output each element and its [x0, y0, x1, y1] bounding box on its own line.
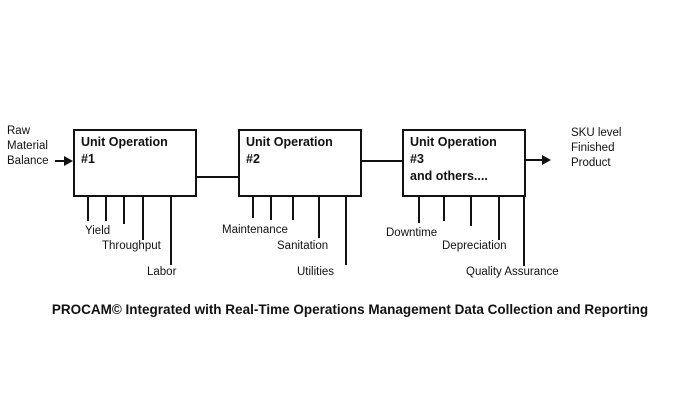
metric-tick	[498, 196, 500, 240]
metric-tick	[523, 196, 525, 266]
raw-material-balance-label: Raw Material Balance	[7, 125, 49, 167]
metric-label-depreciation: Depreciation	[442, 240, 507, 252]
metric-tick	[292, 196, 294, 220]
diagram-caption: PROCAM© Integrated with Real-Time Operat…	[51, 302, 649, 317]
metric-tick	[170, 196, 172, 265]
metric-tick	[418, 196, 420, 223]
metric-label-quality-assurance: Quality Assurance	[466, 266, 559, 278]
unit-operation-1-box: Unit Operation #1	[73, 129, 197, 197]
connector-box2-box3	[360, 160, 403, 162]
sku-finished-product-label: SKU level Finished Product	[571, 127, 622, 169]
input-arrow-line	[55, 160, 68, 162]
metric-tick	[252, 196, 254, 218]
output-arrow-line	[525, 159, 543, 161]
metric-tick	[443, 196, 445, 221]
metric-tick	[87, 196, 89, 221]
box-title: Unit Operation	[410, 135, 497, 149]
metric-tick	[470, 196, 472, 226]
box-number: #3	[410, 152, 424, 166]
metric-label-maintenance: Maintenance	[222, 224, 288, 236]
metric-label-utilities: Utilities	[297, 266, 335, 278]
metric-label-yield: Yield	[85, 225, 111, 237]
metric-tick	[345, 196, 347, 265]
right-arrowhead-icon	[64, 156, 73, 166]
box-number: #2	[246, 152, 260, 166]
metric-label-downtime: Downtime	[386, 227, 438, 239]
unit-operation-3-box: Unit Operation #3 and others....	[402, 129, 526, 197]
box-title: Unit Operation	[246, 135, 333, 149]
metric-tick	[142, 196, 144, 240]
metric-tick	[270, 196, 272, 220]
metric-label-sanitation: Sanitation	[277, 240, 329, 252]
box-extra: and others....	[410, 169, 488, 183]
connector-box1-box2	[196, 176, 239, 178]
metric-label-labor: Labor	[147, 266, 177, 278]
right-arrowhead-icon	[542, 155, 551, 165]
box-title: Unit Operation	[81, 135, 168, 149]
metric-tick	[318, 196, 320, 238]
metric-label-throughput: Throughput	[102, 240, 161, 252]
metric-tick	[105, 196, 107, 221]
box-number: #1	[81, 152, 95, 166]
metric-tick	[123, 196, 125, 224]
unit-operation-2-box: Unit Operation #2	[238, 129, 362, 197]
